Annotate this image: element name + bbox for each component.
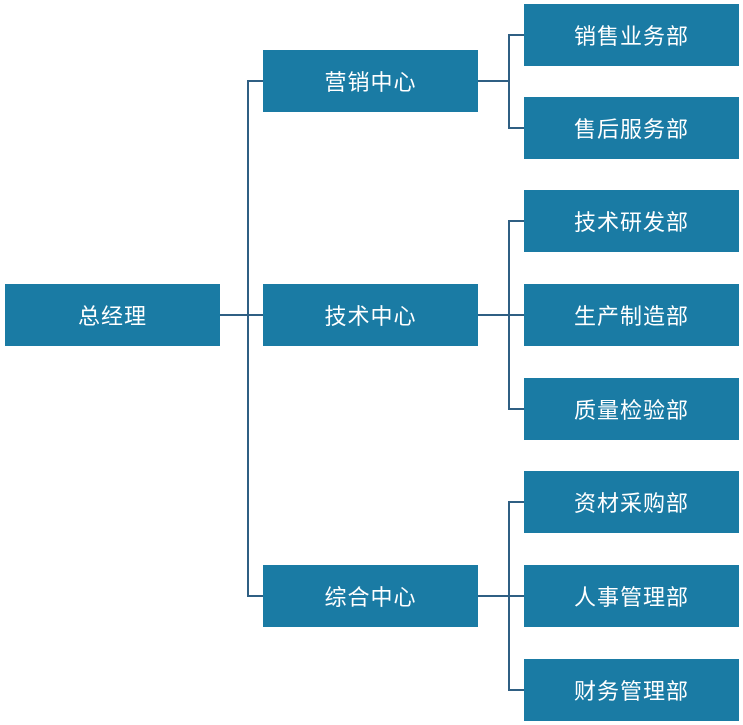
node-procurement-dept: 资材采购部	[524, 471, 739, 533]
connector-trunk	[247, 80, 263, 597]
node-general-affairs-center: 综合中心	[263, 565, 478, 627]
node-marketing-center: 营销中心	[263, 50, 478, 112]
node-after-sales-dept: 售后服务部	[524, 97, 739, 159]
node-quality-dept: 质量检验部	[524, 378, 739, 440]
node-finance-dept: 财务管理部	[524, 659, 739, 721]
node-general-manager: 总经理	[5, 284, 220, 346]
connector-branch-0	[508, 34, 524, 129]
node-rnd-dept: 技术研发部	[524, 190, 739, 252]
node-sales-dept: 销售业务部	[524, 4, 739, 66]
node-technology-center: 技术中心	[263, 284, 478, 346]
node-hr-dept: 人事管理部	[524, 565, 739, 627]
node-manufacturing-dept: 生产制造部	[524, 284, 739, 346]
